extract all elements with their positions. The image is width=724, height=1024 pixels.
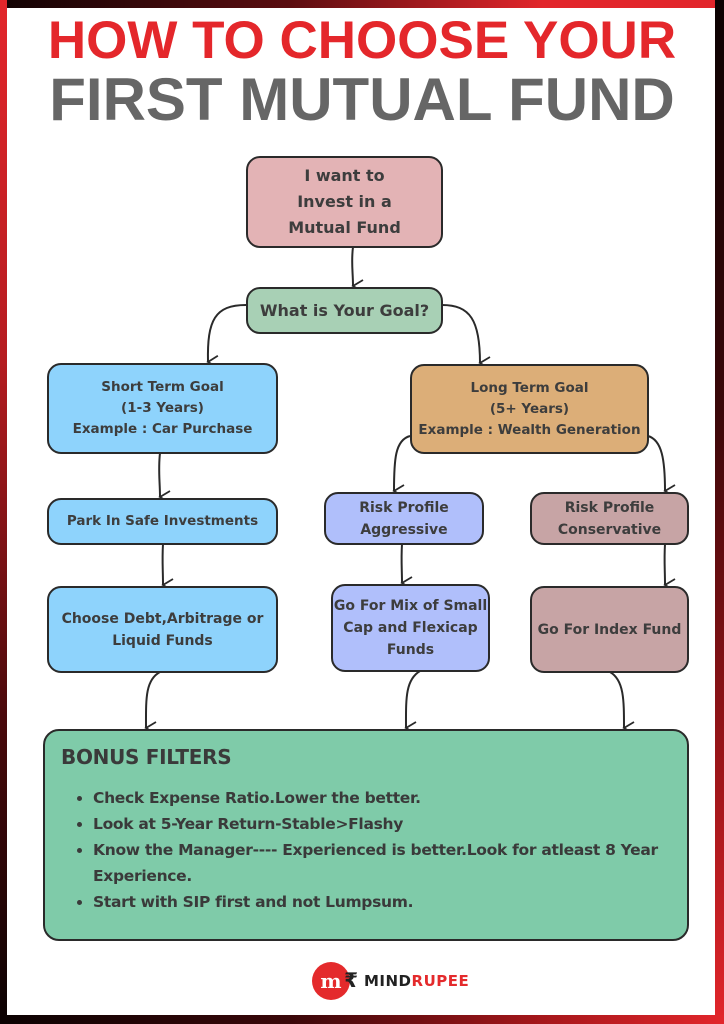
node-start: I want to Invest in a Mutual Fund: [246, 156, 443, 248]
node-mix-line: Cap and Flexicap: [343, 620, 478, 636]
bonus-filter-item: Look at 5-Year Return-Stable>Flashy: [93, 811, 693, 837]
node-risk-conservative: Risk Profile Conservative: [530, 492, 689, 545]
node-short-term-line: Short Term Goal: [101, 379, 224, 395]
logo-wordmark: MINDRUPEE: [364, 972, 469, 990]
node-short-term-line: Example : Car Purchase: [72, 421, 253, 437]
node-goal-label: What is Your Goal?: [259, 300, 430, 320]
bonus-filter-item: Check Expense Ratio.Lower the better.: [93, 785, 693, 811]
logo-text-mind: MIND: [364, 972, 412, 990]
node-start-line: Mutual Fund: [288, 218, 401, 237]
node-choose-debt: Choose Debt,Arbitrage or Liquid Funds: [47, 586, 278, 673]
bonus-filters-title: BONUS FILTERS: [61, 745, 232, 769]
node-short-term-line: (1-3 Years): [121, 400, 204, 416]
mindrupee-logo: m ₹ MINDRUPEE: [312, 961, 469, 1001]
logo-mark-letter: m: [320, 969, 342, 993]
node-start-line: Invest in a: [297, 192, 392, 211]
bonus-filters-box: BONUS FILTERS Check Expense Ratio.Lower …: [43, 729, 689, 941]
node-risk-aggressive: Risk Profile Aggressive: [324, 492, 484, 545]
node-short-term: Short Term Goal (1-3 Years) Example : Ca…: [47, 363, 278, 454]
rupee-icon: ₹: [344, 968, 358, 992]
node-index-fund-label: Go For Index Fund: [537, 621, 682, 638]
node-long-term-line: Long Term Goal: [470, 379, 589, 396]
frame-border-left: [0, 0, 7, 1024]
frame-border-top: [0, 0, 724, 8]
node-risk-conservative-line: Conservative: [557, 521, 662, 538]
node-index-fund: Go For Index Fund: [530, 586, 689, 673]
bonus-filters-list: Check Expense Ratio.Lower the better. Lo…: [75, 785, 693, 915]
bonus-filter-item: Start with SIP first and not Lumpsum.: [93, 889, 693, 915]
logo-text-rupee: RUPEE: [411, 972, 470, 990]
node-goal: What is Your Goal?: [246, 287, 443, 334]
node-risk-aggressive-line: Risk Profile: [359, 499, 449, 516]
bonus-filter-item: Know the Manager---- Experienced is bett…: [93, 837, 693, 889]
frame-border-right: [715, 0, 724, 1024]
node-risk-conservative-line: Risk Profile: [564, 499, 655, 516]
logo-mark-icon: m ₹: [312, 962, 358, 1000]
node-mix-line: Go For Mix of Small: [333, 598, 488, 614]
node-long-term-line: Example : Wealth Generation: [418, 421, 641, 438]
node-choose-debt-line: Choose Debt,Arbitrage or: [61, 610, 264, 627]
node-choose-debt-line: Liquid Funds: [112, 632, 213, 649]
node-park-safe-label: Park In Safe Investments: [66, 513, 259, 529]
node-start-line: I want to: [304, 166, 385, 185]
node-mix-small-flexi: Go For Mix of Small Cap and Flexicap Fun…: [331, 584, 490, 672]
frame-border-bottom: [0, 1015, 724, 1024]
title-line-2: FIRST MUTUAL FUND: [49, 66, 675, 133]
node-long-term-line: (5+ Years): [489, 400, 570, 417]
node-long-term: Long Term Goal (5+ Years) Example : Weal…: [410, 364, 649, 454]
node-park-safe: Park In Safe Investments: [47, 498, 278, 545]
node-mix-line: Funds: [386, 642, 435, 658]
node-risk-aggressive-line: Aggressive: [360, 521, 448, 538]
title-line-1: HOW TO CHOOSE YOUR: [47, 11, 677, 70]
